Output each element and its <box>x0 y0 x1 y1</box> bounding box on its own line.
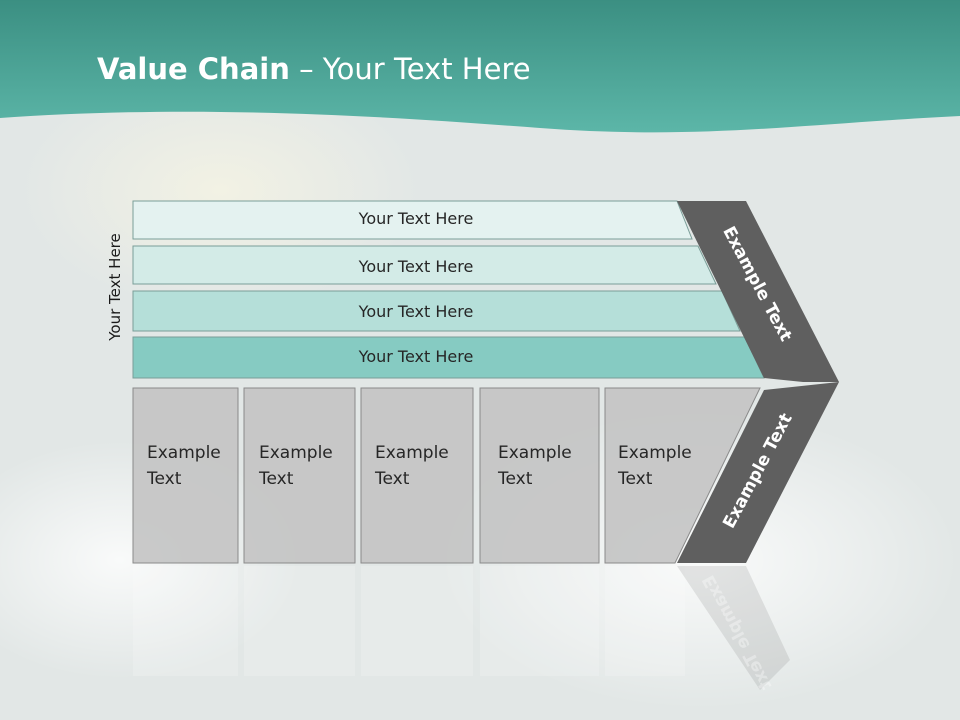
card-box[interactable] <box>360 387 474 564</box>
title-rest: – Your Text Here <box>289 52 531 86</box>
card-line2: Text <box>375 469 410 489</box>
slide-title: Value Chain – Your Text Here <box>97 52 531 86</box>
card-box[interactable] <box>604 387 761 564</box>
card-line2: Text <box>498 469 533 489</box>
card-box[interactable] <box>132 387 239 564</box>
card-line1: Example <box>147 443 221 463</box>
card-line2: Text <box>259 469 294 489</box>
card-line2: Text <box>147 469 182 489</box>
row-label: Your Text Here <box>358 302 474 321</box>
card-line1: Example <box>259 443 333 463</box>
row-bar[interactable] <box>132 290 741 332</box>
card-line1: Example <box>618 443 692 463</box>
row-label: Your Text Here <box>358 209 474 228</box>
card-box[interactable] <box>243 387 356 564</box>
chevron-lower[interactable] <box>677 382 839 563</box>
card-box[interactable] <box>479 387 600 564</box>
chevron-upper[interactable] <box>677 201 839 382</box>
card-line2: Text <box>618 469 653 489</box>
row-label: Your Text Here <box>358 257 474 276</box>
row-bar[interactable] <box>132 245 717 285</box>
card-line1: Example <box>498 443 572 463</box>
row-bar[interactable] <box>132 200 693 240</box>
title-bold: Value Chain <box>97 52 290 86</box>
card-line1: Example <box>375 443 449 463</box>
row-label: Your Text Here <box>358 347 474 366</box>
reflection <box>133 566 790 690</box>
